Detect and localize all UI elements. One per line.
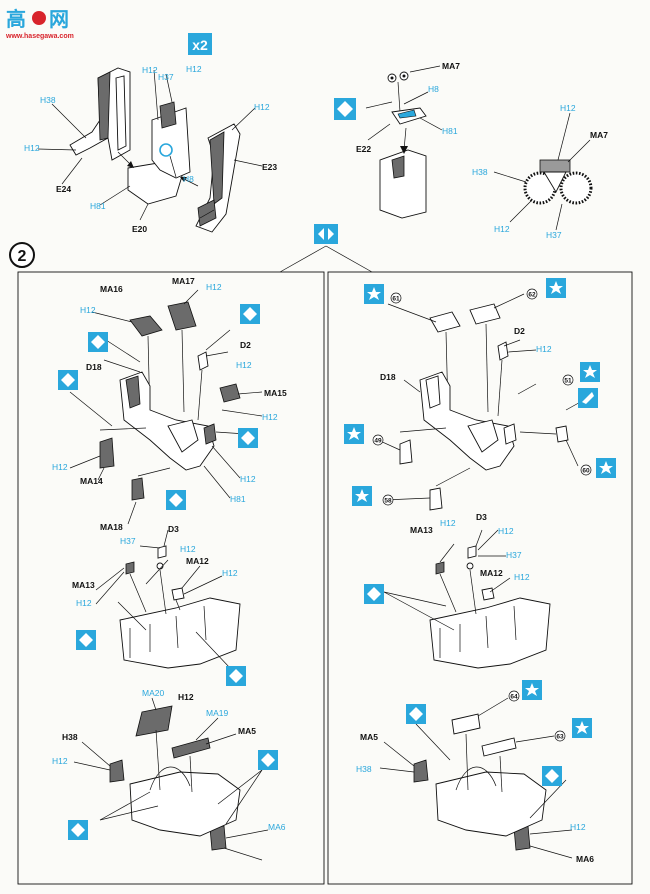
- variant-marker: [279, 224, 373, 273]
- logo-url: www.hasegawa.com: [5, 33, 74, 40]
- multiplier-label: x2: [192, 37, 208, 53]
- part-label: H37: [120, 536, 136, 546]
- part-label: H12: [570, 822, 586, 832]
- control-assembly-top-mid: [365, 65, 443, 219]
- right-panel-drawing: [377, 293, 585, 859]
- part-label: H12: [440, 518, 456, 528]
- part-label: H12: [254, 102, 270, 112]
- part-label: H12: [80, 305, 96, 315]
- part-label: H12: [262, 412, 278, 422]
- part-label: H37: [158, 72, 174, 82]
- part-label: MA7: [590, 130, 608, 140]
- part-label: MA7: [442, 61, 460, 71]
- part-label: MA13: [410, 525, 433, 535]
- star-markers-right: [344, 278, 616, 738]
- diamond-markers-left: [58, 304, 278, 840]
- part-label: E24: [56, 184, 71, 194]
- part-label: H81: [90, 201, 106, 211]
- part-label: 58: [384, 498, 392, 505]
- part-label: H12: [206, 282, 222, 292]
- part-label: MA12: [480, 568, 503, 578]
- part-label: 49: [374, 438, 382, 445]
- logo-dot-icon: [32, 11, 46, 25]
- part-label: D18: [380, 372, 396, 382]
- part-label: H12: [236, 360, 252, 370]
- left-panel-frame: [17, 271, 325, 885]
- part-label: D3: [476, 512, 487, 522]
- right-panel-frame: [327, 271, 633, 885]
- part-label: H37: [546, 230, 562, 240]
- part-label: D18: [86, 362, 102, 372]
- part-label: H8: [183, 174, 194, 184]
- part-label: MA5: [238, 726, 256, 736]
- part-label: MA20: [142, 688, 164, 698]
- labels-left-panel: MA17 MA16 H12 H12 D2 H12 D18 MA15 H12 H1…: [52, 276, 287, 832]
- part-label: H38: [62, 732, 78, 742]
- part-label: MA6: [576, 854, 594, 864]
- part-label: H37: [506, 550, 522, 560]
- part-label: H12: [180, 544, 196, 554]
- part-label: H12: [222, 568, 238, 578]
- part-label: H12: [514, 572, 530, 582]
- part-label: H12: [24, 143, 40, 153]
- diamond-markers-right: [364, 388, 598, 786]
- part-label: H12: [178, 692, 194, 702]
- logo-char-1: 高: [6, 7, 26, 31]
- left-panel-extra: MA6: [262, 857, 280, 867]
- left-panel-drawing: [69, 289, 269, 861]
- part-label: D2: [514, 326, 525, 336]
- part-label: 63: [556, 734, 564, 741]
- multiplier-badge: x2: [188, 33, 212, 55]
- step-marker: 2: [9, 242, 35, 268]
- badge-box: [188, 33, 212, 55]
- part-label: E20: [132, 224, 147, 234]
- part-label: 60: [582, 468, 590, 475]
- part-label: MA5: [360, 732, 378, 742]
- part-label: E22: [356, 144, 371, 154]
- part-label: H12: [498, 526, 514, 536]
- part-label: H12: [240, 474, 256, 484]
- part-label: 51: [564, 378, 572, 385]
- part-label: H38: [40, 95, 56, 105]
- part-label: MA15: [264, 388, 287, 398]
- labels-top-mid: MA7 H8 H81 E22: [356, 61, 460, 154]
- part-label: D2: [240, 340, 251, 350]
- step-number: 2: [18, 248, 27, 265]
- part-label: D3: [168, 524, 179, 534]
- part-label: MA14: [80, 476, 103, 486]
- part-label: MA6: [268, 822, 286, 832]
- part-label: MA19: [206, 708, 228, 718]
- part-label: H12: [536, 344, 552, 354]
- part-label: H81: [442, 126, 458, 136]
- pedal-assembly-top-right: [493, 112, 593, 231]
- part-label: 64: [510, 694, 518, 701]
- part-label: H12: [494, 224, 510, 234]
- part-label: H38: [472, 167, 488, 177]
- part-label: H12: [52, 756, 68, 766]
- logo-char-2: 网: [49, 9, 69, 31]
- part-label: H38: [356, 764, 372, 774]
- part-label: H8: [428, 84, 439, 94]
- part-label: MA17: [172, 276, 195, 286]
- part-label: MA12: [186, 556, 209, 566]
- labels-top-right: H12 MA7 H38 H12 H37: [472, 103, 608, 240]
- labels-top-left: H12 H38 H12 E24 H81 E20 H12 H37 H8 H12 E…: [24, 64, 277, 234]
- part-label: H12: [142, 65, 158, 75]
- part-label: MA13: [72, 580, 95, 590]
- part-label: MA18: [100, 522, 123, 532]
- part-label: MA16: [100, 284, 123, 294]
- part-label: H12: [186, 64, 202, 74]
- part-label: H12: [76, 598, 92, 608]
- part-label: 62: [528, 292, 536, 299]
- diamond-marker: [334, 98, 356, 120]
- part-label: H81: [230, 494, 246, 504]
- labels-right-panel: 62 61 D2 H12 D18 51 49 60 58 D3 MA13 H12…: [356, 288, 594, 864]
- part-label: 61: [392, 296, 400, 303]
- part-label: H12: [560, 103, 576, 113]
- site-logo: 高 网 www.hasegawa.com: [5, 7, 74, 40]
- part-label: H12: [52, 462, 68, 472]
- seat-assembly-top-left: [37, 67, 263, 233]
- part-label: E23: [262, 162, 277, 172]
